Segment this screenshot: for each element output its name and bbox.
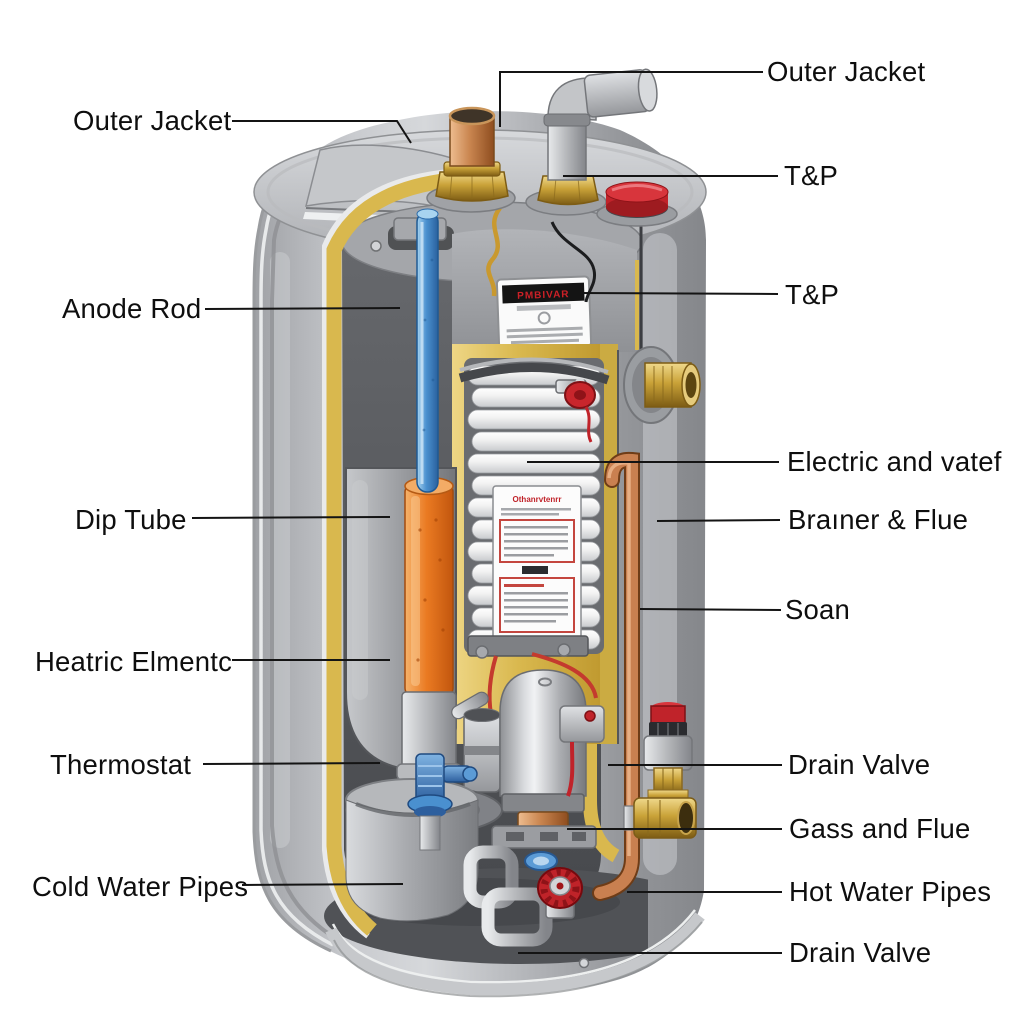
- label-dip-tube: Dip Tube: [75, 504, 187, 535]
- blue-valve: [407, 753, 478, 851]
- line-outer-jacket-right: [499, 71, 763, 127]
- line-cold-water-pipes: [241, 883, 404, 886]
- dip-tube: [404, 476, 454, 697]
- label-thermostat: Thermostat: [50, 749, 192, 780]
- element-warning-label: Othanrvtenrr: [492, 485, 582, 641]
- label-outer-jacket-right: Outer Jacket: [767, 56, 926, 87]
- line-soan: [639, 608, 782, 611]
- element-label-header: Othanrvtenrr: [513, 495, 562, 504]
- anode-rod: [416, 208, 439, 493]
- label-cold-water-pipes: Cold Water Pipes: [32, 871, 249, 902]
- base-screw: [578, 957, 590, 969]
- element-red-valve: [555, 378, 596, 443]
- line-outer-jacket-left: [232, 120, 412, 144]
- blue-ring-fitting: [524, 851, 558, 871]
- label-drain-valve-2: Drain Valve: [789, 937, 932, 968]
- element-mounting-plate: [467, 635, 589, 659]
- thermostat-motor: [491, 669, 597, 849]
- rating-sticker: PMBIVAR: [495, 275, 593, 351]
- label-hot-water-pipes: Hot Water Pipes: [789, 876, 992, 907]
- label-gass-and-flue: Gass and Flue: [789, 813, 971, 844]
- inlet-fitting: [426, 106, 516, 213]
- bottom-drain-valve: [537, 867, 583, 919]
- label-heating-element: Heatric Elmentc: [35, 646, 233, 677]
- line-dip-tube: [191, 516, 391, 519]
- label-outer-jacket-left: Outer Jacket: [73, 105, 232, 136]
- label-drain-valve-1: Drain Valve: [788, 749, 931, 780]
- red-wire-right: [531, 652, 598, 699]
- line-brainer-flue: [656, 519, 781, 522]
- red-cap: [596, 181, 678, 227]
- label-anode-rod: Anode Rod: [62, 293, 202, 324]
- rating-sticker-brand: PMBIVAR: [517, 289, 570, 302]
- label-brainer-flue: Braıner & Flue: [788, 504, 969, 535]
- label-tp-1: T&P: [784, 160, 839, 191]
- motor-clip: [559, 705, 605, 797]
- line-anode-rod: [204, 307, 401, 310]
- pointer-lines: [191, 71, 782, 954]
- line-thermostat: [202, 762, 381, 765]
- label-soan: Soan: [785, 594, 851, 625]
- line-tp-2: [576, 292, 779, 295]
- side-port: [623, 346, 701, 424]
- label-tp-2: T&P: [785, 279, 840, 310]
- label-electric: Electric and vatef: [787, 446, 1002, 477]
- gold-wire: [486, 206, 502, 297]
